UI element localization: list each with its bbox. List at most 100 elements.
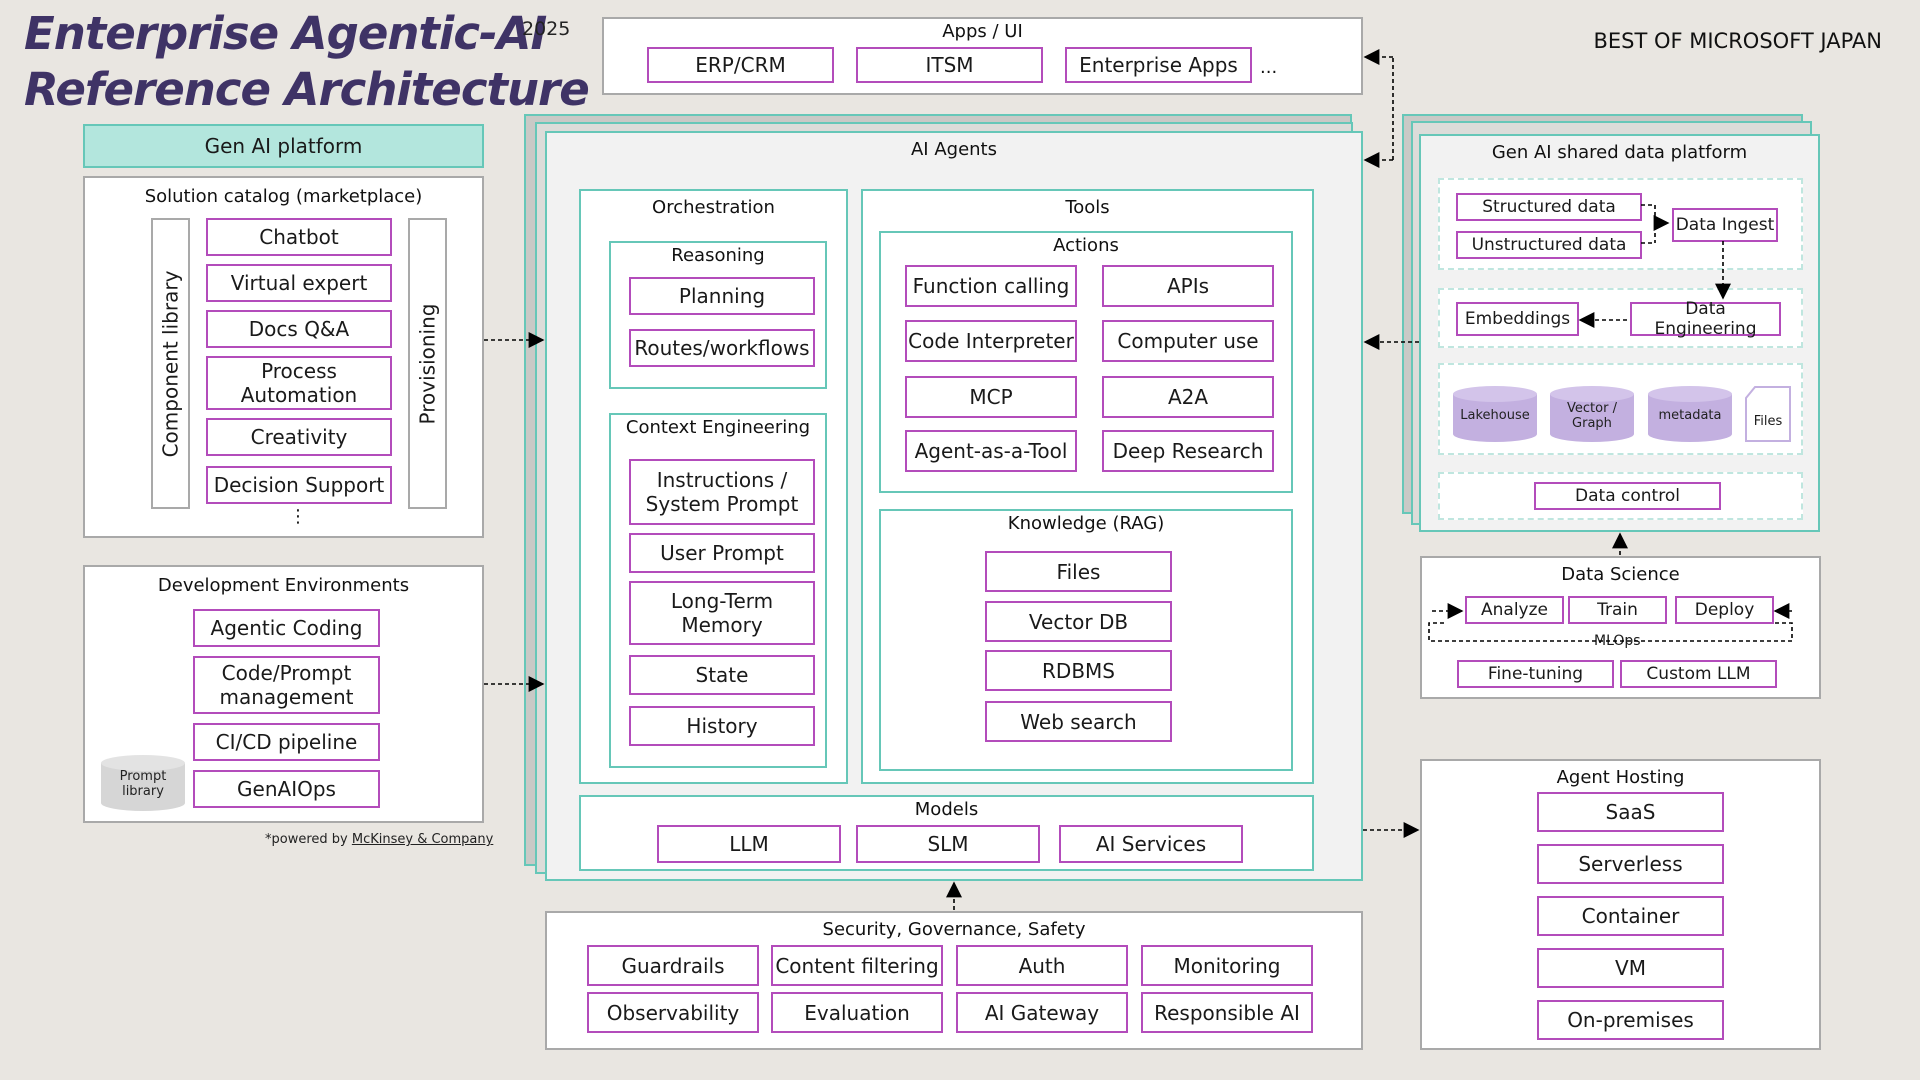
security-guardrails[interactable]: Guardrails	[587, 945, 759, 986]
action-function-calling[interactable]: Function calling	[905, 265, 1077, 307]
data-science-panel: Data Science Analyze Train Deploy MLOps …	[1420, 556, 1821, 699]
ds-train[interactable]: Train	[1568, 596, 1667, 624]
reasoning-panel: Reasoning Planning Routes/workflows	[609, 241, 827, 389]
solution-docs-qa[interactable]: Docs Q&A	[206, 310, 392, 348]
component-library-bar[interactable]: Component library	[151, 218, 190, 509]
app-erp-crm[interactable]: ERP/CRM	[647, 47, 834, 83]
solution-process-automation[interactable]: Process Automation	[206, 356, 392, 410]
data-control[interactable]: Data control	[1534, 482, 1721, 510]
apps-more: ...	[1260, 57, 1278, 78]
app-itsm[interactable]: ITSM	[856, 47, 1043, 83]
tools-panel: Tools Actions Function calling APIs Code…	[861, 189, 1314, 784]
context-user-prompt[interactable]: User Prompt	[629, 533, 815, 573]
apps-ui-title: Apps / UI	[942, 21, 1023, 42]
store-lakehouse[interactable]: Lakehouse	[1453, 386, 1537, 442]
knowledge-files[interactable]: Files	[985, 551, 1172, 592]
action-mcp[interactable]: MCP	[905, 376, 1077, 418]
solution-chatbot[interactable]: Chatbot	[206, 218, 392, 256]
security-panel: Security, Governance, Safety Guardrails …	[545, 911, 1363, 1050]
hosting-container[interactable]: Container	[1537, 896, 1724, 936]
tools-title: Tools	[1065, 197, 1110, 218]
solution-decision-support[interactable]: Decision Support	[206, 466, 392, 504]
solution-creativity[interactable]: Creativity	[206, 418, 392, 456]
knowledge-vector-db[interactable]: Vector DB	[985, 601, 1172, 642]
store-lakehouse-label: Lakehouse	[1460, 408, 1530, 423]
orchestration-title: Orchestration	[652, 197, 775, 218]
embeddings[interactable]: Embeddings	[1456, 302, 1579, 336]
action-a2a[interactable]: A2A	[1102, 376, 1274, 418]
knowledge-panel: Knowledge (RAG) Files Vector DB RDBMS We…	[879, 509, 1293, 771]
dev-agentic-coding[interactable]: Agentic Coding	[193, 609, 380, 647]
knowledge-web-search[interactable]: Web search	[985, 701, 1172, 742]
hosting-serverless[interactable]: Serverless	[1537, 844, 1724, 884]
agent-hosting-title: Agent Hosting	[1556, 767, 1685, 788]
reasoning-title: Reasoning	[671, 245, 765, 266]
title-line-2: Reference Architecture	[24, 63, 590, 116]
store-vector-graph[interactable]: Vector / Graph	[1550, 386, 1634, 442]
context-state[interactable]: State	[629, 655, 815, 695]
reasoning-planning[interactable]: Planning	[629, 277, 815, 315]
ds-analyze[interactable]: Analyze	[1465, 596, 1564, 624]
security-content-filtering[interactable]: Content filtering	[771, 945, 943, 986]
security-ai-gateway[interactable]: AI Gateway	[956, 992, 1128, 1033]
security-observability[interactable]: Observability	[587, 992, 759, 1033]
solution-virtual-expert[interactable]: Virtual expert	[206, 264, 392, 302]
hosting-saas[interactable]: SaaS	[1537, 792, 1724, 832]
structured-data[interactable]: Structured data	[1456, 193, 1642, 221]
model-llm[interactable]: LLM	[657, 825, 841, 863]
security-title: Security, Governance, Safety	[822, 919, 1086, 940]
context-engineering-title: Context Engineering	[625, 417, 811, 438]
dev-ci-cd-pipeline[interactable]: CI/CD pipeline	[193, 723, 380, 761]
files-label: Files	[1753, 414, 1783, 429]
security-responsible-ai[interactable]: Responsible AI	[1141, 992, 1313, 1033]
hosting-vm[interactable]: VM	[1537, 948, 1724, 988]
prompt-library-cylinder[interactable]: Prompt library	[101, 755, 185, 811]
data-platform-panel: Gen AI shared data platform Structured d…	[1419, 134, 1820, 532]
app-enterprise-apps[interactable]: Enterprise Apps	[1065, 47, 1252, 83]
action-computer-use[interactable]: Computer use	[1102, 320, 1274, 362]
orchestration-panel: Orchestration Reasoning Planning Routes/…	[579, 189, 848, 784]
provisioning-bar[interactable]: Provisioning	[408, 218, 447, 509]
ds-custom-llm[interactable]: Custom LLM	[1620, 660, 1777, 688]
unstructured-data[interactable]: Unstructured data	[1456, 231, 1642, 259]
provisioning-label: Provisioning	[415, 303, 440, 424]
mckinsey-link[interactable]: McKinsey & Company	[351, 832, 494, 847]
files-document-icon[interactable]: Files	[1745, 386, 1791, 442]
security-auth[interactable]: Auth	[956, 945, 1128, 986]
ds-fine-tuning[interactable]: Fine-tuning	[1457, 660, 1614, 688]
solution-catalog-title: Solution catalog (marketplace)	[144, 186, 423, 207]
gen-ai-platform-header: Gen AI platform	[83, 124, 484, 168]
dev-env-title: Development Environments	[157, 575, 410, 596]
model-slm[interactable]: SLM	[856, 825, 1040, 863]
model-ai-services[interactable]: AI Services	[1059, 825, 1243, 863]
action-deep-research[interactable]: Deep Research	[1102, 430, 1274, 472]
control-zone	[1438, 472, 1803, 520]
store-metadata[interactable]: metadata	[1648, 386, 1732, 442]
security-evaluation[interactable]: Evaluation	[771, 992, 943, 1033]
actions-panel: Actions Function calling APIs Code Inter…	[879, 231, 1293, 493]
action-agent-as-a-tool[interactable]: Agent-as-a-Tool	[905, 430, 1077, 472]
actions-title: Actions	[1053, 235, 1119, 256]
security-monitoring[interactable]: Monitoring	[1141, 945, 1313, 986]
dev-code-prompt-management[interactable]: Code/Prompt management	[193, 656, 380, 714]
solution-catalog-panel: Solution catalog (marketplace) Component…	[83, 176, 484, 538]
ai-agents-panel: AI Agents Orchestration Reasoning Planni…	[545, 131, 1363, 881]
data-platform-title: Gen AI shared data platform	[1491, 142, 1748, 163]
data-engineering[interactable]: Data Engineering	[1630, 299, 1781, 339]
ds-deploy[interactable]: Deploy	[1675, 596, 1774, 624]
models-title: Models	[914, 799, 979, 820]
dev-genaiops[interactable]: GenAIOps	[193, 770, 380, 808]
knowledge-title: Knowledge (RAG)	[1007, 513, 1165, 534]
brand-label: BEST OF MICROSOFT JAPAN	[1593, 29, 1882, 53]
knowledge-rdbms[interactable]: RDBMS	[985, 650, 1172, 691]
context-instructions-system-prompt[interactable]: Instructions / System Prompt	[629, 459, 815, 525]
mlops-label: MLOps	[1592, 633, 1643, 649]
context-history[interactable]: History	[629, 706, 815, 746]
context-long-term-memory[interactable]: Long-Term Memory	[629, 581, 815, 645]
reasoning-routes-workflows[interactable]: Routes/workflows	[629, 329, 815, 367]
hosting-on-premises[interactable]: On-premises	[1537, 1000, 1724, 1040]
data-ingest[interactable]: Data Ingest	[1672, 208, 1778, 242]
action-apis[interactable]: APIs	[1102, 265, 1274, 307]
prompt-library-label: Prompt library	[119, 769, 167, 799]
action-code-interpreter[interactable]: Code Interpreter	[905, 320, 1077, 362]
